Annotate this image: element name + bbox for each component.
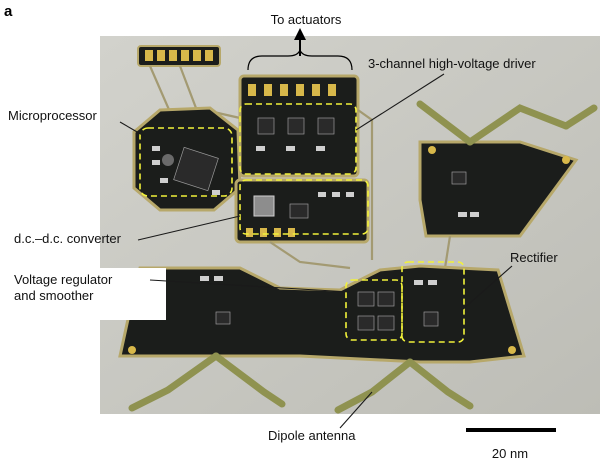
panel-label: a bbox=[4, 3, 13, 20]
converter-board bbox=[234, 178, 370, 270]
label-rectifier: Rectifier bbox=[510, 250, 558, 265]
leader-rectifier bbox=[461, 265, 513, 311]
actuators-arrowhead bbox=[294, 28, 306, 40]
label-microprocessor: Microprocessor bbox=[8, 108, 98, 123]
label-patch bbox=[0, 268, 166, 320]
highlight-box-converter bbox=[239, 179, 369, 235]
label-regulator-line2: and smoother bbox=[14, 288, 94, 303]
scale-bar bbox=[466, 428, 556, 432]
driver-board bbox=[238, 74, 374, 260]
label-actuators: To actuators bbox=[271, 12, 342, 27]
label-driver: 3-channel high-voltage driver bbox=[368, 56, 536, 71]
highlight-box-microprocessor bbox=[139, 127, 233, 197]
antenna-arms-upper bbox=[416, 100, 598, 146]
leader-antenna bbox=[339, 391, 373, 429]
lower-board bbox=[118, 264, 526, 364]
label-regulator-line1: Voltage regulator bbox=[14, 272, 113, 287]
label-antenna: Dipole antenna bbox=[268, 428, 356, 443]
highlight-box-rectifier bbox=[401, 261, 465, 343]
actuators-bracket bbox=[247, 48, 353, 71]
leader-microprocessor bbox=[119, 121, 145, 137]
scale-bar-label: 20 nm bbox=[492, 446, 528, 461]
antenna-arms-lower bbox=[128, 352, 474, 414]
highlight-box-driver bbox=[239, 103, 357, 175]
microprocessor-chip bbox=[152, 146, 220, 195]
leader-regulator bbox=[149, 279, 351, 293]
leader-driver bbox=[355, 73, 445, 131]
leader-converter bbox=[137, 215, 241, 241]
ribbon-connector-left bbox=[137, 45, 241, 120]
label-converter: d.c.–d.c. converter bbox=[14, 231, 122, 246]
highlight-box-regulator bbox=[345, 279, 403, 341]
